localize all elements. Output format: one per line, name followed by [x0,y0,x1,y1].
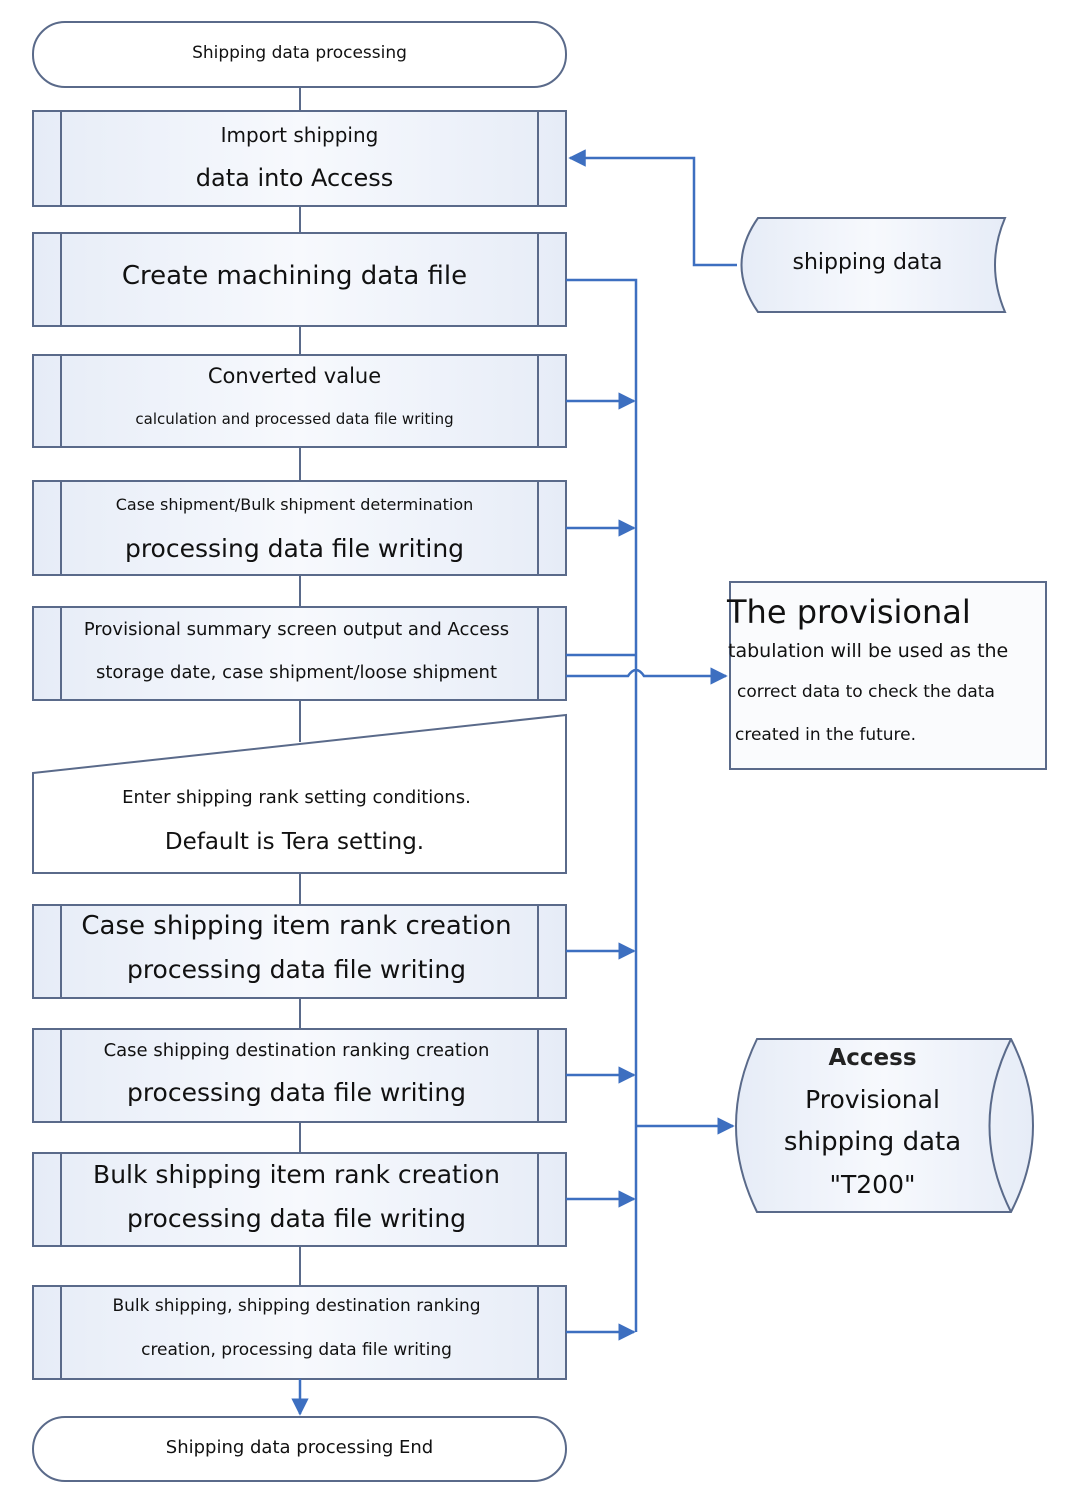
shipping-data-shape [740,217,1007,313]
note-line-1: The provisional [727,593,971,631]
database-line-2: Provisional [805,1085,940,1114]
database-line-1: Access [828,1045,917,1071]
step-provisional-summary-line-2: storage date, case shipment/loose shipme… [95,662,498,683]
step-manual-input-line-1: Enter shipping rank setting conditions. [122,787,471,808]
arrow-summary-to-note [566,667,728,685]
database-inner-arc [988,1038,1012,1213]
step-case-item-rank-line-1: Case shipping item rank creation [81,911,512,941]
step-case-item-rank-box [32,904,567,999]
step-manual-input-line-2: Default is Tera setting. [164,829,425,855]
step-case-dest-rank-line-2: processing data file writing [126,1078,467,1107]
step-case-dest-rank-line-1: Case shipping destination ranking creati… [103,1040,490,1061]
step-import-box [32,110,567,207]
shipping-data-label: shipping data [792,250,943,275]
step-converted-line-2: calculation and processed data file writ… [135,410,454,428]
note-line-2: tabulation will be used as the [728,640,1009,662]
step-manual-input-shape [32,713,567,874]
bus-line [566,278,638,1332]
step-import-line-2: data into Access [195,164,394,192]
step-bulk-item-rank-line-2: processing data file writing [126,1204,467,1233]
step-bulk-dest-rank-line-1: Bulk shipping, shipping destination rank… [112,1296,481,1316]
step-provisional-summary-box [32,606,567,701]
step-bulk-item-rank-box [32,1152,567,1247]
arrow-shipping-data-to-import [568,149,737,267]
step-case-dest-rank-box [32,1028,567,1123]
database-line-4: "T200" [829,1170,916,1199]
note-line-4: created in the future. [735,725,917,745]
step-case-item-rank-line-2: processing data file writing [126,955,467,984]
start-label: Shipping data processing [192,43,407,63]
end-terminator [32,1416,567,1482]
step-provisional-summary-line-1: Provisional summary screen output and Ac… [83,619,510,640]
step-bulk-dest-rank-line-2: creation, processing data file writing [141,1340,452,1360]
note-box [729,581,1047,770]
step-machining-line-1: Create machining data file [121,261,468,291]
end-label: Shipping data processing End [165,1437,434,1458]
step-case-bulk-line-2: processing data file writing [124,534,465,563]
step-bulk-item-rank-line-1: Bulk shipping item rank creation [93,1160,500,1189]
step-case-bulk-line-1: Case shipment/Bulk shipment determinatio… [115,495,474,514]
database-line-3: shipping data [783,1127,962,1157]
step-converted-line-1: Converted value [207,364,382,388]
step-import-line-1: Import shipping [220,123,379,147]
note-line-3: correct data to check the data [737,682,995,702]
step-machining-box [32,232,567,327]
